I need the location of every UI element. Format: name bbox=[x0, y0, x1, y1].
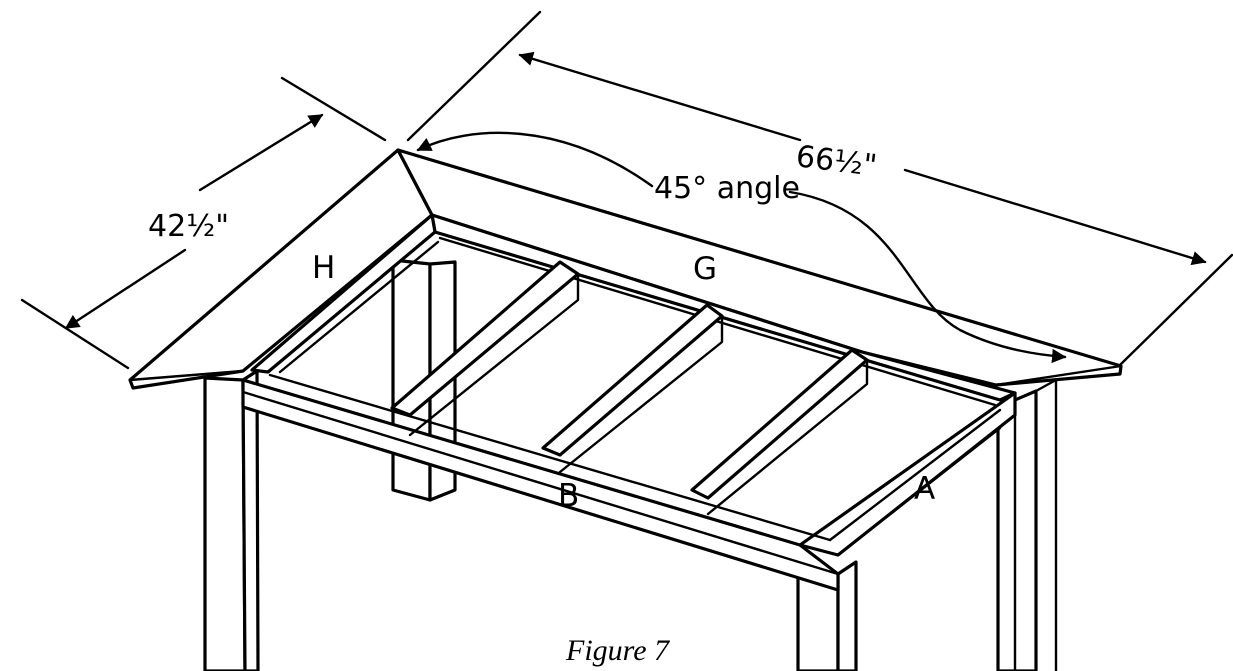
part-label-a: A bbox=[914, 471, 935, 507]
roof-underside-edge bbox=[128, 369, 245, 382]
part-label-h: H bbox=[312, 250, 335, 286]
part-label-b: B bbox=[558, 478, 579, 514]
joist-2 bbox=[541, 303, 724, 474]
right-rear-post bbox=[996, 378, 1058, 671]
roof-right-edge bbox=[994, 364, 1123, 387]
left-front-post bbox=[203, 369, 260, 671]
joist-1 bbox=[390, 260, 580, 437]
inner-rails bbox=[268, 373, 1002, 542]
side-rail-h bbox=[250, 213, 440, 374]
angle-label: 45° angle bbox=[654, 171, 800, 206]
front-beam-b bbox=[241, 378, 840, 592]
width-label: 42½" bbox=[148, 209, 229, 244]
angle-leader bbox=[416, 131, 1067, 364]
right-front-post bbox=[796, 560, 858, 671]
length-label: 66½" bbox=[794, 139, 879, 184]
length-dimension bbox=[406, 10, 1233, 367]
joist-3 bbox=[690, 348, 869, 516]
figure-caption: Figure 7 bbox=[565, 634, 671, 667]
width-dimension bbox=[20, 76, 387, 370]
side-beam-a bbox=[798, 391, 1017, 557]
part-label-g: G bbox=[693, 251, 717, 287]
